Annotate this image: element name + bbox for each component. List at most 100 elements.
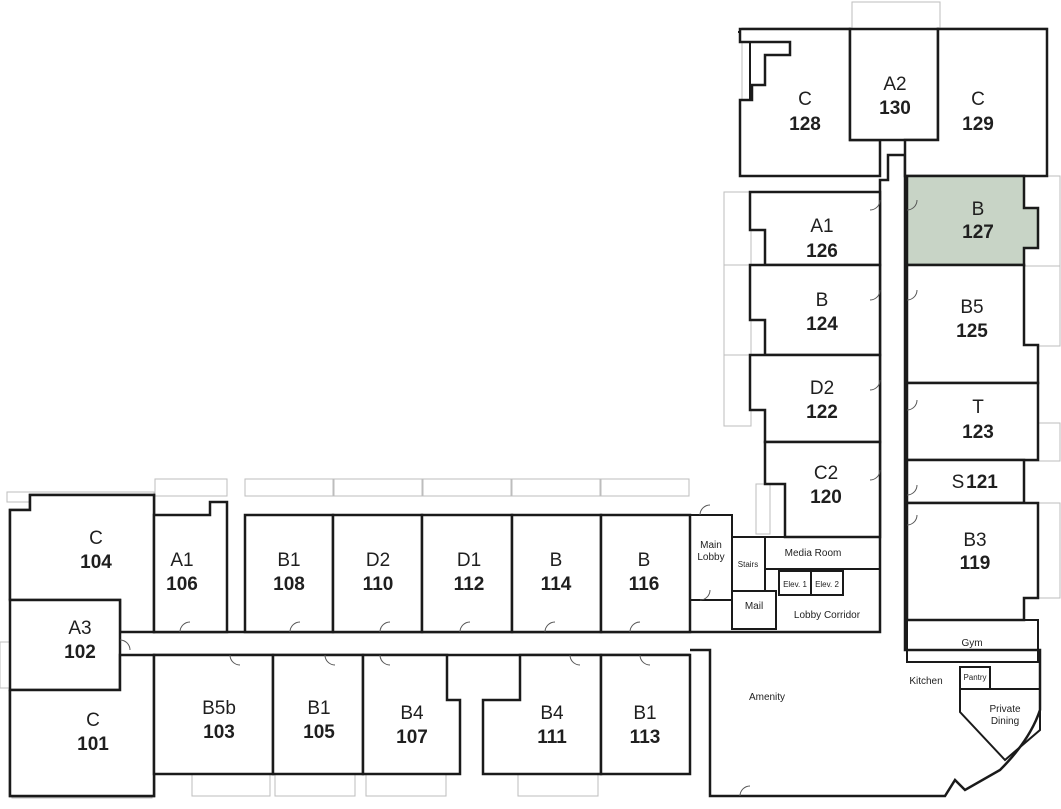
unit-112[interactable]: D1 112 [420,513,514,634]
unit-124[interactable]: B 124 [748,263,882,357]
unit-122[interactable]: D2 122 [748,353,882,444]
unit-type-label: T [972,397,984,418]
unit-type-label: B [972,199,985,220]
unit-103[interactable]: B5b 103 [152,653,275,776]
unit-number-label: 101 [77,734,109,755]
unit-type-label: B [816,290,829,311]
unit-type-label: B [550,550,563,571]
unit-101[interactable]: C 101 [8,653,156,798]
unit-type-label: A2 [883,74,906,95]
unit-116[interactable]: B 116 [599,513,692,634]
unit-number-label: 122 [806,402,838,423]
unit-number-label: 107 [396,727,428,748]
unit-110[interactable]: D2 110 [331,513,424,634]
unit-type-label: B1 [277,550,300,571]
unit-number-label: 128 [789,114,821,135]
unit-number-label: 119 [960,553,991,574]
unit-type-label: B [638,550,651,571]
unit-type-label: A1 [810,216,833,237]
unit-number-label: 130 [879,98,911,119]
main-lobby[interactable]: Main Lobby [689,514,733,601]
units: C 128 A2 130 C 129 A1 126 B 127 B 124 [8,27,1049,798]
unit-type-label: B1 [307,698,330,719]
unit-number-label: 114 [541,574,572,595]
unit-type-label: D2 [810,378,834,399]
unit-120[interactable]: C2 120 [763,440,882,539]
unit-number-label: 126 [806,241,838,262]
unit-type-label: C [89,528,103,549]
stairs[interactable]: Stairs [731,536,766,592]
gym[interactable]: Gym [906,619,1039,663]
stairs-label: Stairs [738,560,758,569]
unit-102[interactable]: A3 102 [8,598,122,692]
pantry-label: Pantry [963,673,986,682]
unit-111[interactable]: B4 111 [481,653,603,776]
media-room-label: Media Room [785,548,842,559]
main-lobby-label-line1: Main [700,540,722,551]
unit-106[interactable]: A1 106 [152,500,229,634]
unit-130[interactable]: A2 130 [848,27,940,142]
unit-number-label: 121 [966,472,998,493]
unit-type-label: B4 [400,703,424,724]
media-room[interactable]: Media Room [764,536,881,570]
elevator-1-label: Elev. 1 [783,580,807,589]
pantry[interactable]: Pantry [959,666,991,690]
unit-129[interactable]: C 129 [903,27,1049,178]
unit-type-label: D1 [457,550,481,571]
unit-113[interactable]: B1 113 [599,653,692,776]
common-rooms: Main Lobby Stairs Media Room Elev. 1 Ele… [689,514,1041,762]
unit-number-label: 123 [962,422,994,443]
unit-type-label: B5 [960,297,983,318]
unit-number-label: 127 [962,222,994,243]
amenity-label: Amenity [749,692,785,703]
unit-127[interactable]: B 127 [905,174,1040,267]
unit-104[interactable]: C 104 [8,493,156,634]
unit-number-label: 111 [537,727,567,748]
unit-number-label: 125 [956,321,988,342]
unit-type-label: C [86,710,100,731]
unit-number-label: 110 [363,574,394,595]
private-dining-label-line2: Dining [991,716,1019,727]
unit-123[interactable]: T 123 [905,381,1040,462]
unit-number-label: 112 [454,574,485,595]
unit-114[interactable]: B 114 [510,513,603,634]
private-dining[interactable]: Private Dining [959,688,1041,762]
unit-number-label: 129 [962,114,994,135]
unit-type-label: C [971,89,985,110]
unit-number-label: 124 [806,314,838,335]
unit-type-label: B4 [540,703,564,724]
mail-room[interactable]: Mail [731,590,777,630]
main-lobby-label-line2: Lobby [697,552,724,563]
unit-type-label: B1 [633,703,656,724]
unit-type-label: A1 [170,550,193,571]
unit-126[interactable]: A1 126 [748,190,882,267]
unit-105[interactable]: B1 105 [271,653,365,776]
private-dining-label-line1: Private [989,704,1021,715]
unit-number-label: 116 [629,574,660,595]
elevator-1[interactable]: Elev. 1 [778,570,812,596]
unit-125[interactable]: B5 125 [905,263,1040,385]
door-swings [119,199,918,797]
elevator-2[interactable]: Elev. 2 [810,570,844,596]
unit-type-label: D2 [366,550,390,571]
unit-number-label: 104 [80,552,112,573]
unit-type-label: C [798,89,812,110]
mail-room-label: Mail [745,601,763,612]
unit-number-label: 102 [64,642,96,663]
kitchen-label: Kitchen [909,676,942,687]
lobby-corridor-label: Lobby Corridor [794,610,861,621]
unit-type-label: S [952,472,965,493]
unit-121[interactable]: S 121 [905,458,1026,505]
unit-number-label: 103 [203,722,235,743]
unit-number-label: 113 [630,727,661,748]
unit-type-label: A3 [68,618,91,639]
unit-119[interactable]: B3 119 [905,501,1040,622]
gym-label: Gym [961,638,982,649]
unit-107[interactable]: B4 107 [361,653,462,776]
unit-number-label: 106 [166,574,198,595]
unit-108[interactable]: B1 108 [243,513,335,634]
elevator-2-label: Elev. 2 [815,580,839,589]
unit-type-label: C2 [814,463,838,484]
unit-number-label: 120 [810,487,842,508]
